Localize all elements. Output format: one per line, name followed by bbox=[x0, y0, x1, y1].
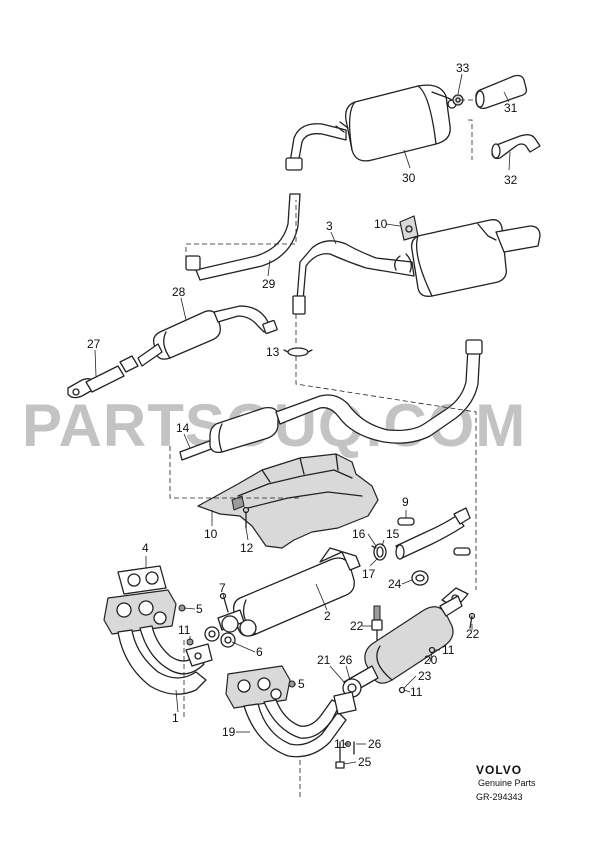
callout-11c: 11 bbox=[410, 685, 423, 699]
callout-labels: 33 31 32 30 10 3 29 28 27 13 14 9 10 12 … bbox=[87, 61, 518, 769]
callout-11b: 11 bbox=[442, 643, 455, 657]
callout-24: 26 bbox=[339, 653, 353, 667]
exhaust-manifold-18 bbox=[225, 665, 357, 758]
callout-10: 10 bbox=[204, 527, 218, 541]
callout-16: 16 bbox=[352, 527, 366, 541]
bolt-9 bbox=[219, 592, 229, 613]
callout-32: 32 bbox=[504, 173, 518, 187]
callout-11a: 11 bbox=[178, 623, 191, 637]
callout-3: 3 bbox=[326, 219, 333, 233]
resonator-28 bbox=[137, 305, 278, 367]
front-pipe-27 bbox=[67, 355, 139, 399]
callout-20: 21 bbox=[317, 653, 331, 667]
callout-27: 27 bbox=[87, 337, 101, 351]
clamp-23 bbox=[411, 570, 429, 586]
callout-2: 2 bbox=[324, 609, 331, 623]
callout-25: 25 bbox=[358, 755, 372, 769]
rubber-hanger-8 bbox=[399, 215, 419, 241]
callout-5b: 5 bbox=[298, 677, 305, 691]
heat-shield-10 bbox=[197, 453, 379, 549]
clamp-13 bbox=[283, 347, 313, 357]
callout-14: 14 bbox=[176, 421, 190, 435]
callout-30: 30 bbox=[402, 171, 416, 185]
callout-33: 33 bbox=[456, 61, 470, 75]
gasket-6 bbox=[204, 626, 236, 648]
assembly-dashed-lines bbox=[169, 99, 477, 800]
hanger-33 bbox=[452, 94, 464, 106]
callout-11d: 11 bbox=[334, 737, 347, 751]
brand-block: VOLVO Genuine Parts GR-294343 bbox=[476, 763, 536, 802]
bolt-12 bbox=[242, 506, 250, 529]
mid-muffler-2 bbox=[217, 547, 361, 637]
callout-29: 29 bbox=[262, 277, 276, 291]
clamp-15-17 bbox=[371, 543, 387, 561]
callout-28: 28 bbox=[172, 285, 186, 299]
intermediate-pipe-14 bbox=[179, 339, 483, 461]
intermediate-pipe-29 bbox=[185, 193, 301, 281]
callout-6: 6 bbox=[256, 645, 263, 659]
callout-22b: 23 bbox=[418, 669, 432, 683]
callout-21: 22 bbox=[350, 619, 364, 633]
callout-15: 15 bbox=[386, 527, 400, 541]
callout-17: 17 bbox=[362, 567, 376, 581]
callout-18: 19 bbox=[222, 725, 236, 739]
callout-12: 12 bbox=[240, 541, 254, 555]
diagram-code: GR-294343 bbox=[476, 792, 523, 802]
callout-4: 4 bbox=[142, 541, 149, 555]
callout-9: 7 bbox=[219, 581, 226, 595]
gasket-4 bbox=[117, 565, 167, 595]
callout-8: 10 bbox=[374, 217, 388, 231]
oxygen-sensor-21 bbox=[371, 605, 383, 641]
exhaust-manifold-1 bbox=[103, 589, 213, 695]
front-pipe-section bbox=[395, 507, 471, 560]
rear-muffler-3 bbox=[292, 219, 541, 315]
leader-lines bbox=[94, 73, 511, 765]
brand-name: VOLVO bbox=[476, 763, 522, 777]
callout-1: 1 bbox=[172, 711, 179, 725]
callout-31: 31 bbox=[504, 101, 518, 115]
callout-5a: 5 bbox=[196, 602, 203, 616]
callout-7: 9 bbox=[402, 495, 409, 509]
brand-subtitle: Genuine Parts bbox=[478, 778, 536, 788]
tail-pipe-32 bbox=[491, 134, 541, 160]
tail-pipe-31 bbox=[475, 74, 528, 110]
studs-25-26 bbox=[335, 741, 355, 769]
callout-13: 13 bbox=[266, 345, 280, 359]
callout-22a: 22 bbox=[466, 627, 480, 641]
rear-muffler-30 bbox=[285, 84, 457, 171]
callout-23: 24 bbox=[388, 577, 402, 591]
callout-26: 26 bbox=[368, 737, 382, 751]
callout-19: 20 bbox=[424, 653, 438, 667]
